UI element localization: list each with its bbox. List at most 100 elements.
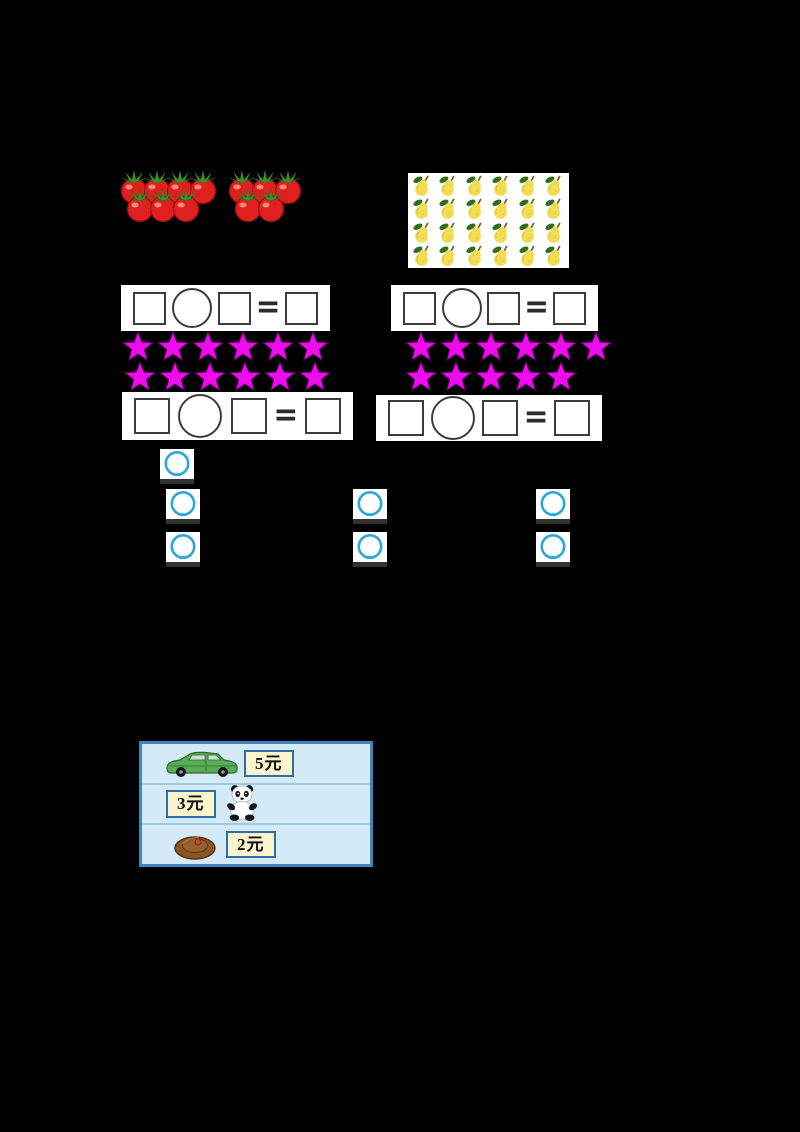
star-icon: [544, 361, 578, 392]
circle-answer-tile[interactable]: [353, 532, 387, 562]
answer-box[interactable]: [482, 400, 519, 436]
pear-icon: [518, 175, 535, 196]
result-box[interactable]: [554, 400, 590, 436]
star-icon: [261, 331, 295, 362]
answer-box[interactable]: [134, 398, 170, 434]
pear-icon: [439, 198, 456, 220]
star-icon: [509, 361, 543, 392]
answer-box[interactable]: [218, 291, 252, 325]
star-icon: [509, 331, 543, 362]
circle-answer-tile[interactable]: [166, 489, 200, 519]
equation-panel-bottom-left: =: [122, 392, 353, 440]
operator-circle[interactable]: [178, 394, 223, 438]
pear-icon: [466, 245, 482, 267]
price-row-hat: 2元: [142, 825, 370, 864]
star-icon: [474, 331, 508, 362]
pear-icon: [545, 245, 561, 267]
star-icon: [404, 361, 438, 392]
result-box[interactable]: [285, 291, 318, 325]
star-icon: [191, 331, 225, 362]
pear-icon: [466, 175, 482, 196]
circle-answer-icon: [170, 534, 196, 559]
answer-box[interactable]: [403, 291, 436, 325]
answer-box[interactable]: [230, 398, 267, 434]
price-table: 5元 3元 2元: [139, 741, 373, 867]
equals-sign: =: [525, 397, 547, 435]
star-icon: [296, 331, 330, 362]
pear-icon: [492, 175, 508, 196]
tomato-group-right: [224, 170, 302, 222]
result-box[interactable]: [553, 291, 586, 325]
pear-icon: [439, 175, 456, 196]
circle-answer-tile[interactable]: [160, 449, 194, 479]
answer-box[interactable]: [388, 400, 424, 436]
star-icon: [123, 361, 157, 392]
price-tag-car: 5元: [244, 749, 294, 777]
star-icon: [298, 361, 332, 392]
star-icon: [439, 361, 473, 392]
circle-answer-tile[interactable]: [536, 532, 570, 562]
pear-icon: [518, 198, 535, 220]
star-icon: [263, 361, 297, 392]
tomato-icon: [189, 170, 217, 204]
price-tag-hat: 2元: [226, 831, 276, 859]
toy-car-item: [164, 747, 240, 779]
tomato-row: [230, 188, 293, 222]
circle-answer-icon: [357, 491, 383, 516]
panda-doll-item: [224, 783, 262, 821]
star-icon: [193, 361, 227, 392]
star-row-left-top: [121, 331, 330, 362]
tomato-icon: [234, 188, 262, 222]
circle-answer-tile[interactable]: [166, 532, 200, 562]
star-icon: [156, 331, 190, 362]
tomato-row: [122, 188, 208, 222]
answer-box[interactable]: [487, 291, 521, 325]
price-tag-panda: 3元: [166, 790, 216, 818]
pear-icon: [466, 198, 482, 220]
circle-answer-icon: [540, 534, 566, 559]
star-icon: [404, 331, 438, 362]
hat-icon: [174, 835, 216, 860]
pear-icon: [545, 175, 561, 196]
pear-icon: [439, 245, 456, 267]
operator-circle[interactable]: [441, 288, 482, 328]
star-icon: [474, 361, 508, 392]
operator-circle[interactable]: [172, 288, 213, 328]
circle-answer-icon: [540, 491, 566, 516]
operator-circle[interactable]: [431, 396, 476, 440]
star-row-right-top: [404, 331, 613, 362]
pear-grid: [408, 173, 569, 268]
star-icon: [121, 331, 155, 362]
star-icon: [544, 331, 578, 362]
star-icon: [228, 361, 262, 392]
circle-answer-tile[interactable]: [536, 489, 570, 519]
pear-icon: [518, 222, 535, 243]
equation-panel-top-right: =: [391, 285, 598, 331]
pear-icon: [413, 245, 429, 267]
equals-sign: =: [274, 395, 297, 433]
pear-icon: [413, 222, 429, 243]
star-icon: [439, 331, 473, 362]
circle-answer-icon: [164, 451, 190, 476]
pear-icon: [492, 222, 508, 243]
tomato-icon: [274, 170, 302, 204]
tomato-icon: [172, 188, 200, 222]
pear-icon: [439, 222, 456, 243]
pear-icon: [492, 245, 508, 267]
answer-box[interactable]: [133, 291, 166, 325]
pear-icon: [413, 198, 429, 220]
star-icon: [579, 331, 613, 362]
star-icon: [158, 361, 192, 392]
result-box[interactable]: [305, 398, 341, 434]
toy-car-icon: [166, 752, 238, 778]
equation-panel-bottom-right: =: [376, 395, 602, 441]
price-row-panda: 3元: [142, 785, 370, 826]
hat-item: [172, 829, 218, 861]
pear-icon: [545, 222, 561, 243]
pear-icon: [466, 222, 482, 243]
circle-answer-tile[interactable]: [353, 489, 387, 519]
circle-answer-icon: [170, 491, 196, 516]
star-row-right-bottom: [404, 361, 578, 392]
star-row-left-bottom: [123, 361, 332, 392]
